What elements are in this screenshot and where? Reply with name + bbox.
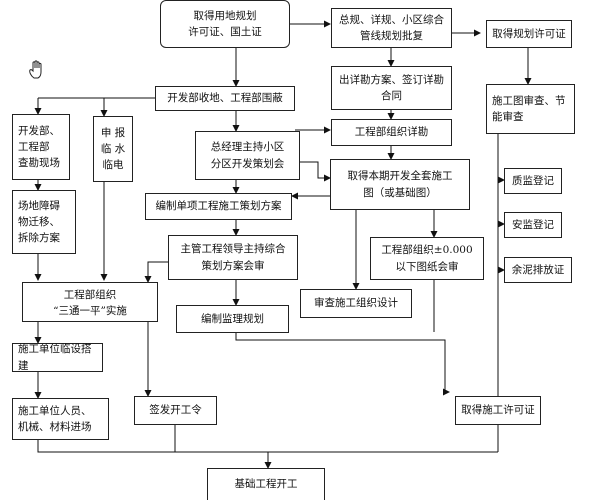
node-master-plan: 总规、详规、小区综合 管线规划批复 <box>331 8 452 48</box>
node-cement-fee: 余泥排放证 <box>504 257 572 283</box>
node-drawing-meeting: 工程部组织±0.000 以下图纸会审 <box>370 237 484 280</box>
edge-supervision-link <box>235 333 446 392</box>
node-plan-permit: 取得规划许可证 <box>486 20 572 48</box>
node-quality-reg: 质监登记 <box>504 168 562 194</box>
edge-merge-bus <box>37 440 498 453</box>
node-obstacle: 场地障碍 物迁移、 拆除方案 <box>12 190 76 254</box>
node-eng-detail: 工程部组织详勘 <box>331 119 452 146</box>
node-staff: 施工单位人员、 机械、材料进场 <box>12 398 109 440</box>
node-get-drawings: 取得本期开发全套施工 图（或基础图） <box>330 159 470 210</box>
node-safety-reg: 安监登记 <box>504 212 562 238</box>
node-three-one: 工程部组织 “三通一平”实施 <box>22 282 158 322</box>
node-lead-review: 主管工程领导主持综合 策划方案会审 <box>168 235 298 280</box>
node-supervision: 编制监理规划 <box>176 305 289 333</box>
node-review-design: 审查施工组织设计 <box>300 289 412 318</box>
edge-lead-to-three <box>144 261 171 283</box>
node-drawing-review: 施工图审查、节 能审查 <box>486 84 575 134</box>
node-site-survey: 开发部、 工程部 查勘现场 <box>12 114 70 180</box>
hand-cursor-icon <box>29 60 42 79</box>
node-survey: 出详勘方案、签订详勘 合同 <box>331 66 452 110</box>
node-single-plan: 编制单项工程施工策划方案 <box>145 193 292 220</box>
node-temp-power: 申 报 临 水 临电 <box>93 116 133 182</box>
node-foundation: 基础工程开工 <box>207 468 325 500</box>
node-start-order: 签发开工令 <box>134 396 217 425</box>
edge-gm-to-drawings <box>300 161 331 182</box>
node-dev-dept: 开发部收地、工程部围蔽 <box>155 86 295 111</box>
node-gm-plan: 总经理主持小区 分区开发策划会 <box>195 131 300 180</box>
node-land-permit: 取得用地规划 许可证、国土证 <box>160 0 290 48</box>
node-temp-build: 施工单位临设搭建 <box>12 343 103 372</box>
node-const-permit: 取得施工许可证 <box>455 396 541 425</box>
